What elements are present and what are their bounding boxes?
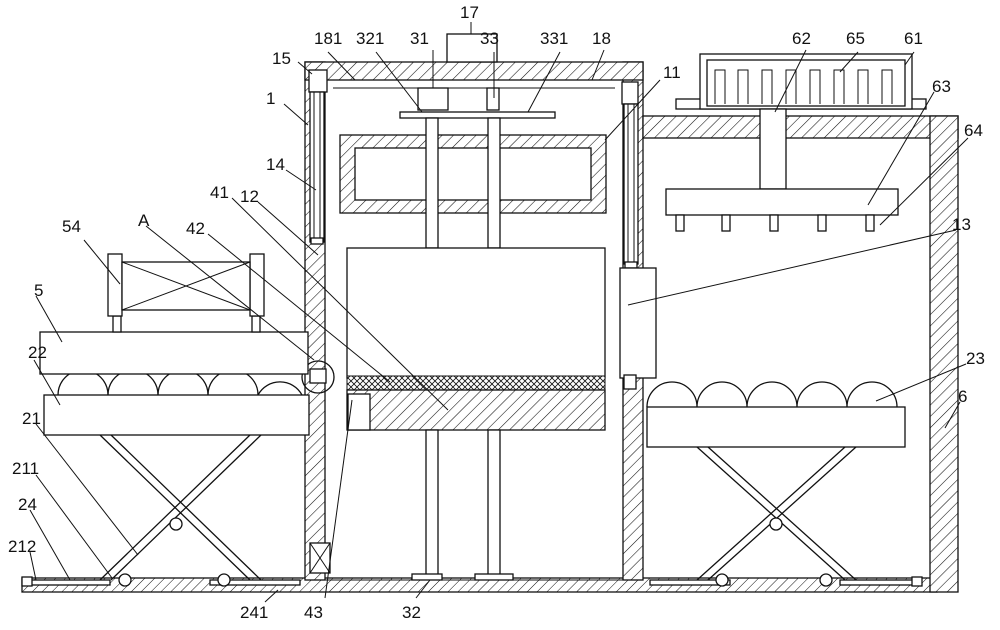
label-21: 21: [22, 409, 41, 428]
label-11: 11: [663, 63, 681, 82]
right-table-23: [646, 406, 906, 448]
right-rollers: [646, 381, 898, 408]
label-15: 15: [272, 49, 291, 68]
side-door-13: [619, 267, 657, 379]
label-63: 63: [932, 77, 951, 96]
left-table-22: [43, 394, 310, 436]
label-61: 61: [904, 29, 923, 48]
label-241: 241: [240, 603, 268, 622]
label-17: 17: [460, 3, 479, 22]
label-A: A: [138, 211, 150, 230]
label-5: 5: [34, 281, 43, 300]
label-42: 42: [186, 219, 205, 238]
label-331: 331: [540, 29, 568, 48]
label-41: 41: [210, 183, 229, 202]
left-section: [39, 253, 310, 587]
label-14: 14: [266, 155, 285, 174]
top-motor-17: [446, 33, 498, 63]
central-housing: [301, 33, 657, 581]
label-22: 22: [28, 343, 47, 362]
label-1: 1: [266, 89, 275, 108]
conveyor-plate-5: [39, 331, 309, 375]
label-31: 31: [410, 29, 429, 48]
spray-bar-63: [665, 188, 899, 216]
label-32: 32: [402, 603, 421, 622]
label-54: 54: [62, 217, 81, 236]
label-18: 18: [592, 29, 611, 48]
right-chamber: [642, 53, 959, 593]
label-212: 212: [8, 537, 36, 556]
label-24: 24: [18, 495, 37, 514]
label-62: 62: [792, 29, 811, 48]
label-211: 211: [12, 459, 39, 478]
label-6: 6: [958, 387, 967, 406]
press-box: [346, 247, 606, 379]
label-64: 64: [964, 121, 983, 140]
label-13: 13: [952, 215, 971, 234]
label-181: 181: [314, 29, 342, 48]
label-12: 12: [240, 187, 259, 206]
label-33: 33: [480, 29, 499, 48]
fan-fins-65: [714, 69, 893, 104]
label-43: 43: [304, 603, 323, 622]
label-321: 321: [356, 29, 384, 48]
label-65: 65: [846, 29, 865, 48]
reference-labels: 17 181 321 31 33 331 18 15 62 65 61 11 6…: [8, 3, 985, 622]
label-23: 23: [966, 349, 985, 368]
leader-lines: [29, 22, 969, 603]
